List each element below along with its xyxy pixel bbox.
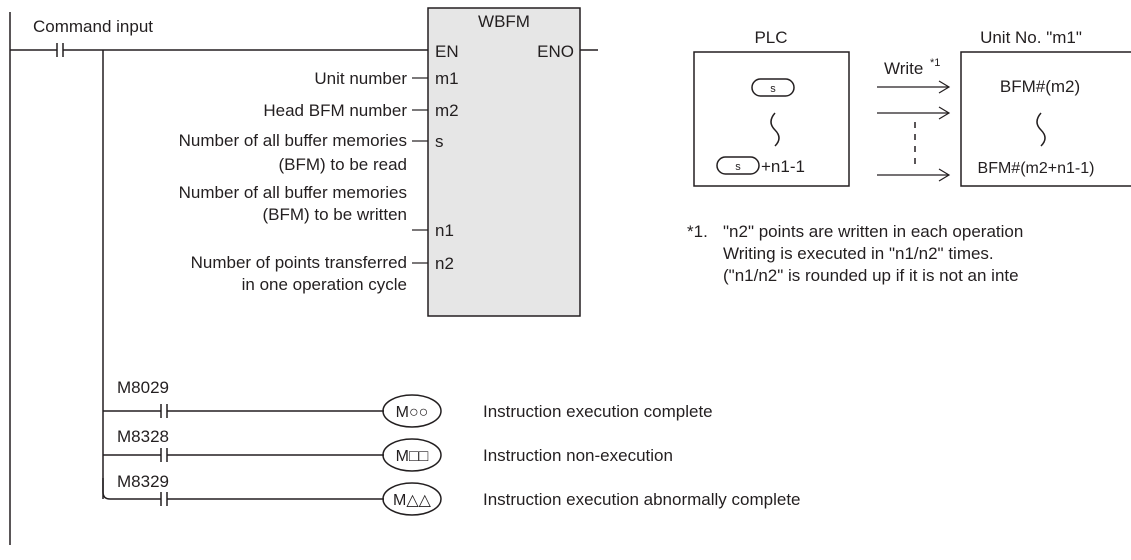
flag-description: Instruction execution abnormally complet… — [483, 490, 801, 509]
dest-end-label: BFM#(m2+n1-1) — [978, 160, 1095, 177]
unit-box — [960, 51, 1131, 187]
coil-icon — [382, 482, 442, 516]
source-start: s — [751, 78, 795, 97]
footnote: *1. "n2" points are written in each oper… — [687, 222, 1023, 285]
operand-description-line2: (BFM) to be read — [279, 155, 408, 174]
unit-title: Unit No. "m1" — [980, 28, 1082, 47]
en-pin-label: EN — [435, 42, 459, 61]
coil-label: M□□ — [396, 448, 429, 465]
svg-text:s: s — [735, 161, 741, 173]
flag-contact-label: M8029 — [117, 378, 169, 397]
write-arrows — [877, 80, 951, 182]
pin-label: m2 — [435, 101, 459, 120]
command-input-label: Command input — [33, 17, 153, 36]
coil-icon — [382, 394, 442, 428]
footnote-line: Writing is executed in "n1/n2" times. — [723, 244, 994, 263]
pin-label: s — [435, 132, 444, 151]
wbfm-instruction-block — [427, 7, 581, 317]
coil-label: M△△ — [393, 492, 432, 509]
write-note-ref: *1 — [930, 57, 940, 69]
write-label: Write — [884, 59, 923, 78]
dest-start-label: BFM#(m2) — [1000, 77, 1080, 96]
operand-m1: m1 Unit number — [314, 69, 458, 88]
continuation-wave-icon — [770, 112, 780, 147]
operand-s: s Number of all buffer memories (BFM) to… — [179, 131, 444, 174]
operand-description: Number of all buffer memories — [179, 183, 407, 202]
operand-description-line2: (BFM) to be written — [262, 205, 407, 224]
pin-label: n2 — [435, 254, 454, 273]
flag-contact-label: M8329 — [117, 472, 169, 491]
coil-icon — [382, 438, 442, 472]
eno-pin-label: ENO — [537, 42, 574, 61]
operand-description: Head BFM number — [263, 101, 407, 120]
flag-rung-m8329: M8329 M△△ Instruction execution abnormal… — [102, 472, 801, 516]
continuation-wave-icon — [1036, 112, 1046, 147]
flag-description: Instruction non-execution — [483, 446, 673, 465]
flag-rung-m8029: M8029 M○○ Instruction execution complete — [103, 378, 713, 428]
plc-box — [693, 51, 850, 187]
operand-description: Number of all buffer memories — [179, 131, 407, 150]
operand-s-symbol — [751, 78, 795, 97]
operand-s-symbol — [716, 156, 760, 175]
pin-label: n1 — [435, 221, 454, 240]
source-end: s +n1-1 — [716, 156, 805, 176]
coil-label: M○○ — [396, 404, 429, 421]
command-input-contact — [56, 43, 64, 57]
footnote-line: "n2" points are written in each operatio… — [723, 222, 1023, 241]
flag-contact-label: M8328 — [117, 427, 169, 446]
flag-description: Instruction execution complete — [483, 402, 713, 421]
operand-n2: n2 Number of points transferred in one o… — [191, 253, 454, 294]
operand-m2: m2 Head BFM number — [263, 101, 458, 120]
source-end-suffix: +n1-1 — [761, 157, 805, 176]
operand-description: Unit number — [314, 69, 407, 88]
operand-description-line2: in one operation cycle — [242, 275, 407, 294]
plc-title: PLC — [754, 28, 787, 47]
pin-label: m1 — [435, 69, 459, 88]
instruction-name: WBFM — [478, 12, 530, 31]
operand-description: Number of points transferred — [191, 253, 407, 272]
svg-text:s: s — [770, 83, 776, 95]
footnote-line: ("n1/n2" is rounded up if it is not an i… — [723, 266, 1019, 285]
footnote-marker: *1. — [687, 222, 708, 241]
operand-n1: n1 Number of all buffer memories (BFM) t… — [179, 183, 454, 240]
flag-rung-m8328: M8328 M□□ Instruction non-execution — [103, 427, 673, 472]
